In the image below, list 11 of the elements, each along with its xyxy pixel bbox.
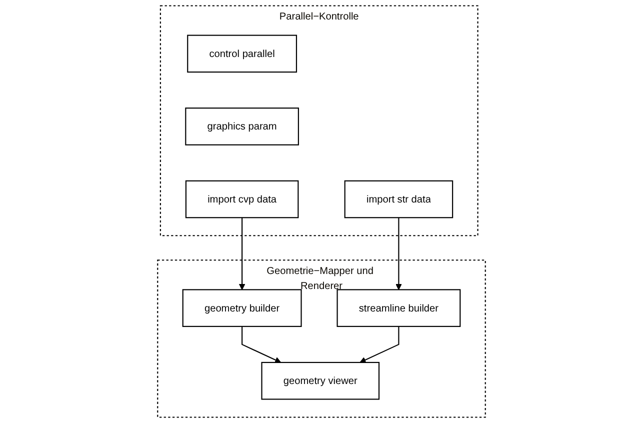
node-box: graphics param <box>185 108 299 146</box>
node-box: import cvp data <box>185 180 299 218</box>
arrow <box>238 218 246 290</box>
node-box: geometry viewer <box>261 362 380 400</box>
arrow <box>242 326 282 363</box>
node-box: import str data <box>344 180 454 218</box>
node-box: geometry builder <box>182 289 302 327</box>
arrow <box>360 326 400 363</box>
node-box: control parallel <box>187 34 298 73</box>
node-box: streamline builder <box>336 289 461 327</box>
arrow <box>396 218 402 290</box>
